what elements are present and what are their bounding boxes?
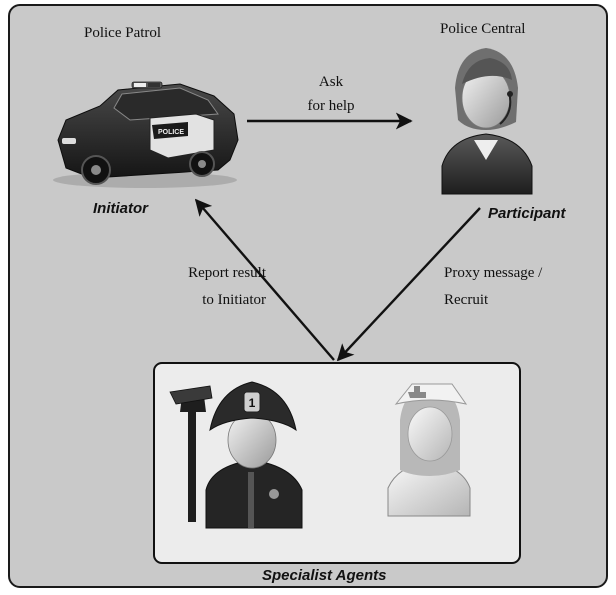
proxy-message-label: Proxy message / Recruit (444, 260, 542, 314)
proxy-label-line2: Recruit (444, 292, 489, 308)
report-label-line1: Report result (188, 265, 266, 281)
dispatcher-headset-icon (441, 48, 533, 195)
initiator-role-label: Initiator (93, 200, 148, 217)
firefighter-icon: 1 (169, 381, 303, 529)
police-patrol-title: Police Patrol (84, 25, 162, 41)
svg-text:1: 1 (249, 396, 256, 410)
svg-text:POLICE: POLICE (158, 129, 184, 136)
proxy-label-line1: Proxy message / (444, 265, 543, 281)
report-arrow (194, 198, 335, 361)
ask-label-line1: Ask (318, 74, 344, 90)
specialist-agents-label: Specialist Agents (262, 567, 387, 584)
report-label-line2: to Initiator (202, 292, 266, 308)
ask-for-help-label: Ask for help (296, 70, 366, 118)
report-result-label: Report result to Initiator (120, 260, 266, 314)
ask-label-line2: for help (307, 98, 355, 114)
proxy-arrow (336, 207, 481, 362)
police-central-title: Police Central (440, 21, 526, 37)
nurse-icon (387, 383, 471, 517)
participant-role-label: Participant (488, 205, 566, 222)
police-car-icon: POLICE (53, 81, 239, 188)
